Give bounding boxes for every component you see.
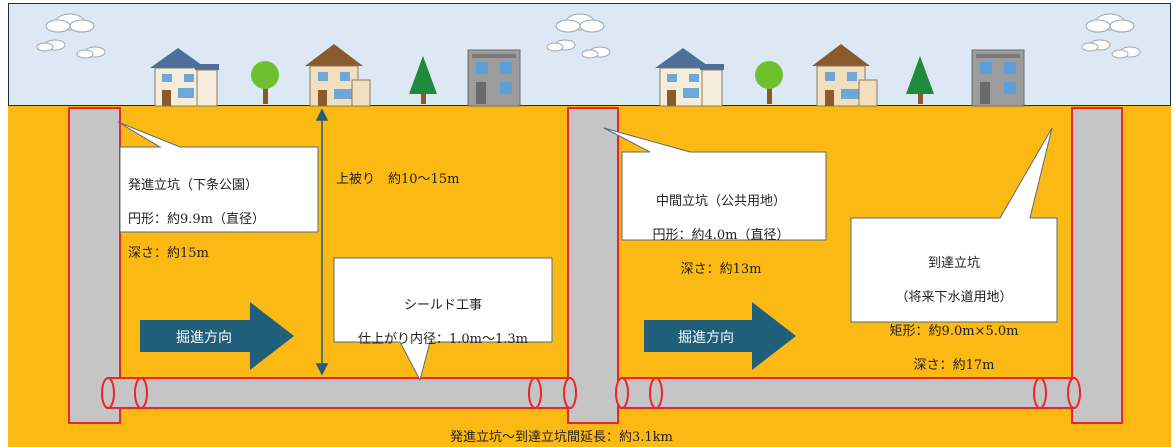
- start-shaft-depth: 深さ：約15m: [128, 246, 209, 261]
- cover-depth-label: 上被り 約10～15m: [336, 172, 460, 187]
- direction-label: 掘進方向: [176, 330, 232, 346]
- shield-callout: [333, 257, 553, 382]
- tree-icon: [755, 61, 783, 104]
- middle-shaft-callout: [603, 127, 827, 241]
- middle-shaft-name: 中間立坑（公共用地）: [655, 194, 786, 209]
- cloud-icon: [1085, 13, 1135, 33]
- cover-depth-arrow: [315, 108, 329, 376]
- cloud-icon: [546, 39, 576, 52]
- shield-title: シールド工事: [403, 298, 482, 313]
- start-shaft-label: 発進立坑（下条公園） 円形：約9.9m（直径） 深さ：約15m: [128, 160, 265, 279]
- building-icon: [971, 49, 1025, 107]
- direction-arrow: [644, 302, 796, 370]
- house-icon: [655, 48, 724, 107]
- middle-shaft-label: 中間立坑（公共用地） 円形：約4.0m（直径） 深さ：約13m: [636, 176, 806, 295]
- cloud-icon: [555, 13, 605, 33]
- house-icon: [812, 44, 878, 107]
- house-icon: [150, 48, 219, 107]
- cloud-icon: [76, 46, 106, 59]
- arrival-shaft-depth: 深さ：約17m: [913, 358, 995, 373]
- cloud-icon: [1111, 46, 1141, 59]
- cloud-icon: [36, 39, 66, 52]
- arrival-shaft-callout: [850, 127, 1058, 323]
- building-icon: [467, 49, 521, 107]
- middle-shaft: [567, 107, 619, 424]
- tree-icon: [251, 61, 279, 104]
- arrival-shaft-shape: 矩形：約9.0m×5.0m: [889, 324, 1019, 339]
- tree-icon: [409, 56, 437, 104]
- start-shaft-name: 発進立坑（下条公園）: [128, 178, 259, 193]
- shield-diameter: 仕上がり内径：1.0m～1.3m: [357, 332, 528, 347]
- house-icon: [305, 44, 371, 107]
- tree-icon: [906, 56, 934, 104]
- cloud-icon: [45, 13, 95, 33]
- start-shaft: [68, 107, 121, 424]
- shield-pipe: [101, 377, 577, 409]
- start-shaft-shape: 円形：約9.9m（直径）: [128, 212, 266, 227]
- start-shaft-callout: [117, 121, 319, 233]
- arrival-shaft-name: 到達立坑: [927, 256, 980, 271]
- cloud-icon: [1081, 39, 1111, 52]
- direction-label-2: 掘進方向: [678, 330, 734, 346]
- arrival-shaft: [1071, 107, 1123, 424]
- total-length-label: 発進立坑～到達立坑間延長：約3.1km: [450, 430, 673, 445]
- arrival-shaft-label: 到達立坑 （将来下水道用地） 矩形：約9.0m×5.0m 深さ：約17m: [856, 238, 1052, 391]
- shield-pipe: [615, 377, 1081, 409]
- arrival-shaft-note: （将来下水道用地）: [895, 290, 1013, 305]
- shield-label: シールド工事 仕上がり内径：1.0m～1.3m: [334, 280, 552, 365]
- direction-arrow: [140, 302, 294, 370]
- middle-shaft-shape: 円形：約4.0m（直径）: [652, 228, 790, 243]
- middle-shaft-depth: 深さ：約13m: [680, 262, 762, 277]
- cloud-icon: [581, 46, 611, 59]
